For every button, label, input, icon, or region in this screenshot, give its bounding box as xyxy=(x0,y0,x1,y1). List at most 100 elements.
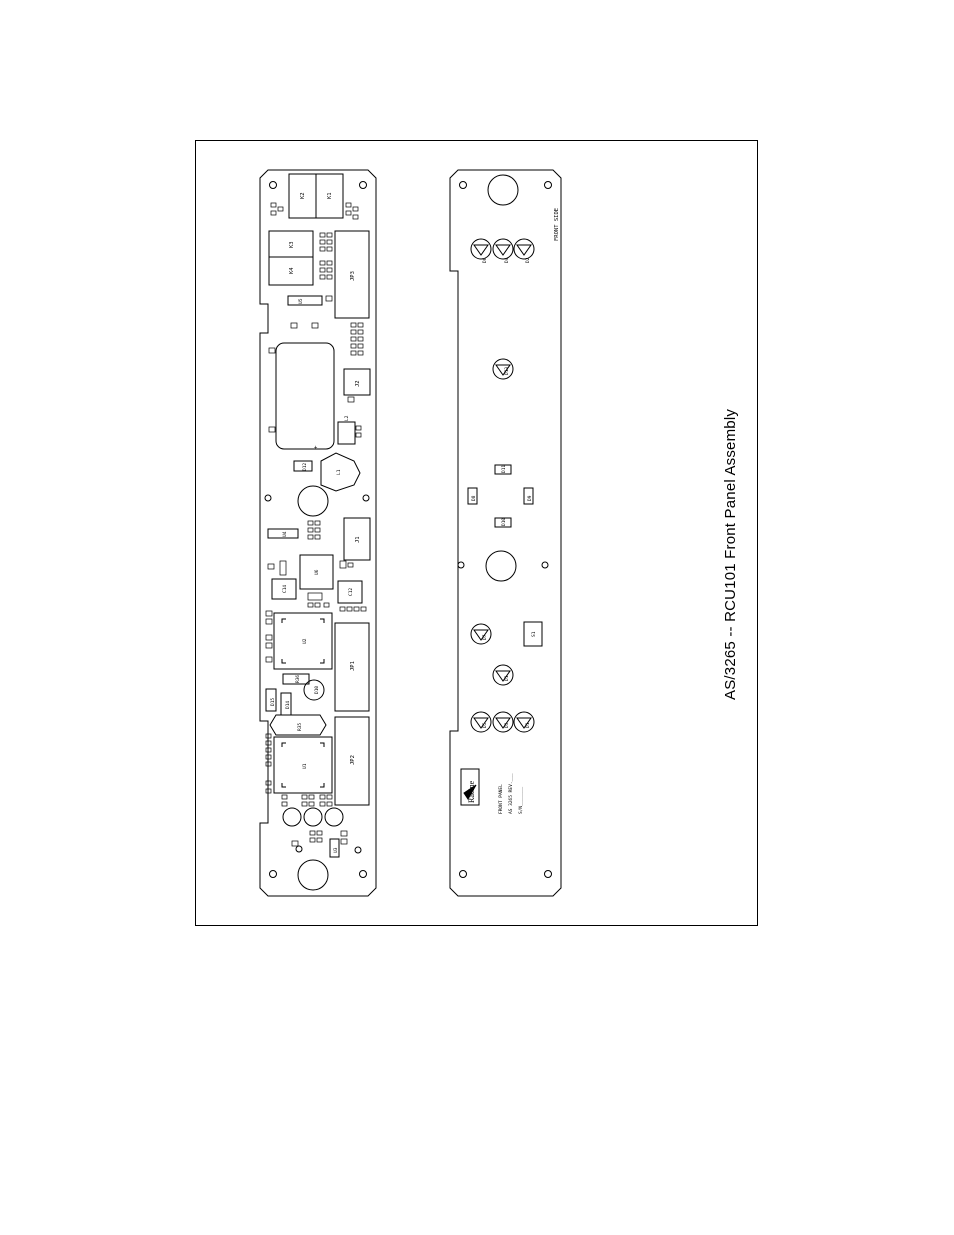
led-d6-label: D6 xyxy=(482,257,488,263)
diode-d15 xyxy=(265,688,277,712)
smd-pads xyxy=(265,202,367,847)
mounting-hole xyxy=(457,561,465,569)
led-d11 xyxy=(494,464,512,475)
capacitor-c14-label: C14 xyxy=(282,585,288,593)
led-d9-label: D9 xyxy=(527,495,533,501)
resistor-r36-label: R36 xyxy=(295,675,301,683)
led-d10-label: D10 xyxy=(501,518,507,526)
led-d7-label: D7 xyxy=(482,634,488,640)
logo-mark xyxy=(463,784,477,800)
led-d2-label: D2 xyxy=(525,257,531,263)
header-jp2-label: JP2 xyxy=(350,755,356,765)
led-back-3 xyxy=(324,807,344,827)
pcb-text-line1: FRONT PANEL xyxy=(498,784,504,814)
header-jp1-label: JP1 xyxy=(350,661,356,671)
relay-k3-label: K3 xyxy=(289,241,295,248)
header-jp3 xyxy=(334,230,370,319)
spindle-hole xyxy=(297,485,329,517)
relay-k1-label: K1 xyxy=(327,192,333,199)
led-d7 xyxy=(470,623,492,645)
spindle-hole-top xyxy=(487,174,519,206)
resistor-r36 xyxy=(282,673,310,685)
ic-u5-label: U5 xyxy=(298,298,304,304)
relay-k2-label: K2 xyxy=(300,192,306,199)
led-d8 xyxy=(467,487,478,505)
mounting-hole xyxy=(541,561,549,569)
mounting-hole xyxy=(295,845,303,853)
ic-u6-label: U6 xyxy=(314,569,320,575)
pcb-text-line2: AS 3265 REV.___ xyxy=(508,773,514,814)
ic-u3 xyxy=(267,528,299,539)
mounting-hole xyxy=(269,181,277,189)
ic-u4 xyxy=(273,736,333,794)
polarity-mark: + xyxy=(314,445,318,451)
diode-d12-label: D12 xyxy=(302,463,308,471)
drawing-frame: K2 K1 K3 K4 JP3 U5 + J2 L2 L1 D12 U4 J1 xyxy=(195,140,758,926)
relay-k1 xyxy=(315,173,344,219)
mounting-hole xyxy=(359,181,367,189)
inductor-l2 xyxy=(337,421,356,445)
resistor-r35-label: R35 xyxy=(297,723,303,731)
led-d1-mid-label: D1 xyxy=(504,675,510,681)
header-jp3-label: JP3 xyxy=(350,271,356,281)
inductor-l1 xyxy=(320,452,361,492)
capacitor-c14 xyxy=(271,578,297,600)
logo-box xyxy=(460,768,480,806)
ic-u4-marks xyxy=(281,742,325,788)
resistor-r35 xyxy=(269,714,327,736)
header-jp2 xyxy=(334,716,370,806)
mounting-hole xyxy=(362,494,370,502)
led-d4-label: D4 xyxy=(504,257,510,263)
led-d8-label: D8 xyxy=(471,495,477,501)
spindle-hole xyxy=(297,859,329,891)
component-side-board: K2 K1 K3 K4 JP3 U5 + J2 L2 L1 D12 U4 J1 xyxy=(259,169,377,897)
ic-u1-label: U3 xyxy=(333,847,339,853)
switch-s1-label: S1 xyxy=(531,631,537,637)
front-panel-assembly-drawing: K2 K1 K3 K4 JP3 U5 + J2 L2 L1 D12 U4 J1 xyxy=(259,169,562,897)
led-d13 xyxy=(492,358,514,380)
logo-text: Racine xyxy=(467,780,476,803)
mounting-hole xyxy=(459,181,467,189)
led-d10-back xyxy=(303,679,325,701)
inductor-l2-label: L2 xyxy=(344,415,350,421)
diode-d14-label: D14 xyxy=(285,701,291,709)
led-row-bottom xyxy=(470,711,535,733)
ic-u2 xyxy=(273,612,333,670)
ic-u6 xyxy=(299,554,334,590)
figure-caption: AS/3265 -- RCU101 Front Panel Assembly xyxy=(722,408,739,700)
mounting-hole xyxy=(544,870,552,878)
led-d13-label: D13 xyxy=(504,367,510,375)
capacitor-c12-label: C12 xyxy=(348,588,354,596)
mounting-hole xyxy=(459,870,467,878)
connector-j1-label: J1 xyxy=(355,536,361,543)
ic-u2-label: U2 xyxy=(302,638,308,644)
board-outline-right xyxy=(449,169,562,897)
led-d10 xyxy=(494,517,512,528)
ic-u2-marks xyxy=(281,618,325,664)
ic-u5 xyxy=(287,295,323,306)
mounting-hole xyxy=(264,494,272,502)
diode-d12 xyxy=(293,460,313,472)
led-d3-label: D3 xyxy=(504,722,510,728)
diode-d10-back-label: D10 xyxy=(314,686,320,694)
relay-k4 xyxy=(268,256,314,286)
connector-j1 xyxy=(343,517,371,561)
board-outline-left xyxy=(259,169,377,897)
led-d5-label: D5 xyxy=(482,722,488,728)
mounting-hole xyxy=(359,870,367,878)
mounting-hole xyxy=(354,846,362,854)
spindle-hole-mid xyxy=(485,550,517,582)
connector-j2-label: J2 xyxy=(355,380,361,387)
led-row-top xyxy=(470,238,535,260)
battery xyxy=(275,342,335,450)
connector-j2 xyxy=(343,368,371,396)
ic-u1 xyxy=(329,838,340,858)
led-back-1 xyxy=(282,807,302,827)
front-side-board: FRONT SIDE D6 D4 D2 D13 D11 D8 D9 D10 D7 xyxy=(449,169,562,897)
mounting-hole xyxy=(544,181,552,189)
capacitor-c12 xyxy=(337,580,363,604)
ic-u3-label: U4 xyxy=(282,531,288,537)
led-back-2 xyxy=(303,807,323,827)
inductor-l1-label: L1 xyxy=(336,469,342,475)
switch-s1 xyxy=(523,621,543,647)
